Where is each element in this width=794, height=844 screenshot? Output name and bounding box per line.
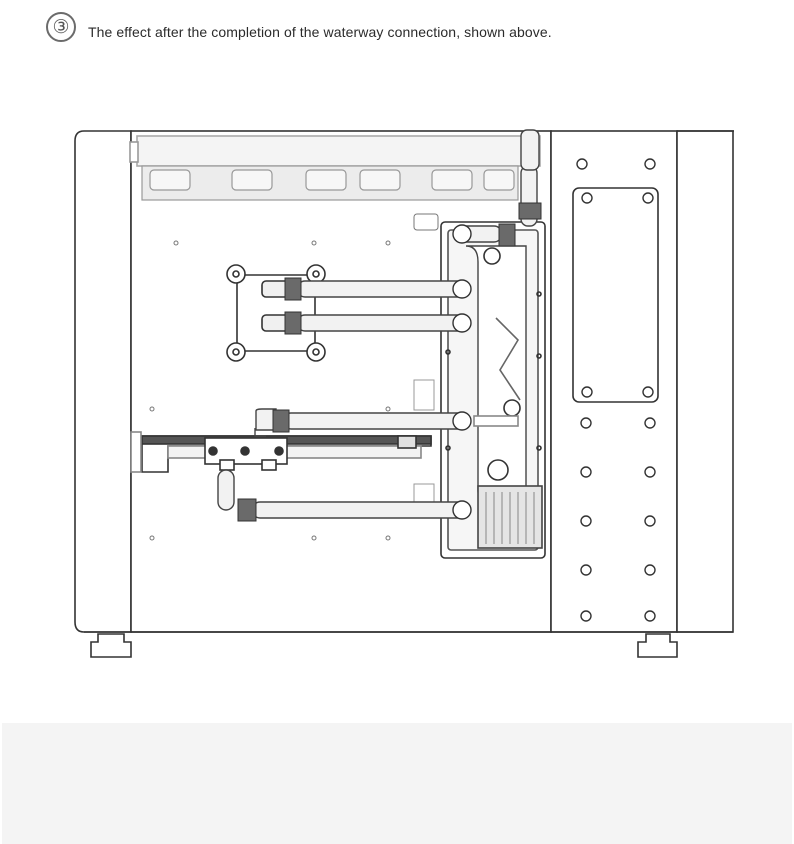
top-fan-row bbox=[141, 165, 519, 201]
right-panel-holes bbox=[576, 158, 656, 622]
distribution-plate bbox=[440, 221, 546, 559]
right-panel-window bbox=[572, 187, 659, 403]
step-header: ③ The effect after the completion of the… bbox=[46, 10, 552, 44]
footer-band bbox=[2, 723, 792, 844]
cpu-block bbox=[226, 264, 326, 362]
case-front-panel bbox=[74, 130, 132, 633]
case-rear-panel bbox=[676, 130, 734, 633]
gpu-block bbox=[130, 431, 432, 473]
pc-case-water-cooling-icon bbox=[74, 129, 734, 658]
tube-fittings bbox=[237, 202, 542, 522]
case-foot-left bbox=[90, 633, 132, 658]
step-number-badge: ③ bbox=[46, 12, 76, 42]
radiator-top bbox=[136, 135, 541, 167]
step-caption: The effect after the completion of the w… bbox=[88, 24, 552, 40]
case-foot-right bbox=[637, 633, 678, 658]
